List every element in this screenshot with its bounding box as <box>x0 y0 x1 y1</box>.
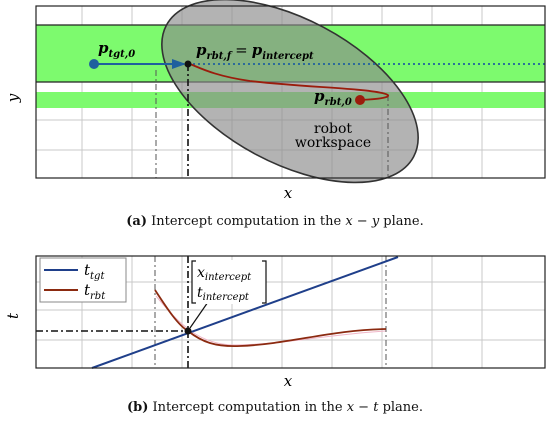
t-robot-curve <box>154 289 387 347</box>
bottom-x-axis-label: x <box>284 372 293 390</box>
target-arrowhead <box>172 59 186 69</box>
intercept-annotation: xintercept tintercept <box>191 260 267 304</box>
robot-start-label: prbt,0 <box>314 87 352 108</box>
top-frame <box>35 5 546 179</box>
target-label: ptgt,0 <box>98 39 135 60</box>
caption-a-tag: (a) <box>126 214 147 229</box>
workspace-label-line2: workspace <box>295 135 371 151</box>
robot-curve-faint <box>155 295 387 346</box>
top-panel: ptgt,0 prbt,f=pintercept prbt,0 robot wo… <box>4 0 546 202</box>
top-y-axis-label: y <box>4 93 22 103</box>
t-target-line <box>91 256 399 369</box>
robot-path <box>189 63 389 101</box>
caption-a-math: x − y <box>345 214 380 229</box>
workspace-label-line1: robot <box>314 121 353 137</box>
legend: ttgt trbt <box>39 257 127 303</box>
t-intercept-point <box>184 327 192 335</box>
caption-a-end: plane. <box>379 214 424 229</box>
intercept-label: prbt,f=pintercept <box>196 41 314 62</box>
intercept-point <box>184 60 192 68</box>
top-x-axis-label: x <box>284 184 293 202</box>
caption-b: (b) Intercept computation in the x − t p… <box>0 400 550 415</box>
caption-a-text: Intercept computation in the <box>147 214 346 229</box>
annotation-x-intercept: xintercept <box>197 265 252 283</box>
target-start-point <box>89 59 99 69</box>
annotation-leader <box>189 301 209 329</box>
annotation-t-intercept: tintercept <box>197 285 250 303</box>
caption-b-end: plane. <box>378 400 423 415</box>
caption-b-tag: (b) <box>126 400 149 415</box>
caption-b-text: Intercept computation in the <box>148 400 347 415</box>
bottom-frame <box>35 255 546 369</box>
robot-workspace-ellipse <box>161 0 419 184</box>
legend-label-robot: trbt <box>84 281 106 302</box>
caption-a: (a) Intercept computation in the x − y p… <box>0 214 550 229</box>
caption-b-math: x − t <box>346 400 379 415</box>
robot-start-point <box>355 95 365 105</box>
bottom-panel: ttgt trbt xintercept tintercept x t <box>4 255 546 390</box>
legend-label-target: ttgt <box>84 261 105 282</box>
bottom-y-axis-label: t <box>4 312 22 319</box>
